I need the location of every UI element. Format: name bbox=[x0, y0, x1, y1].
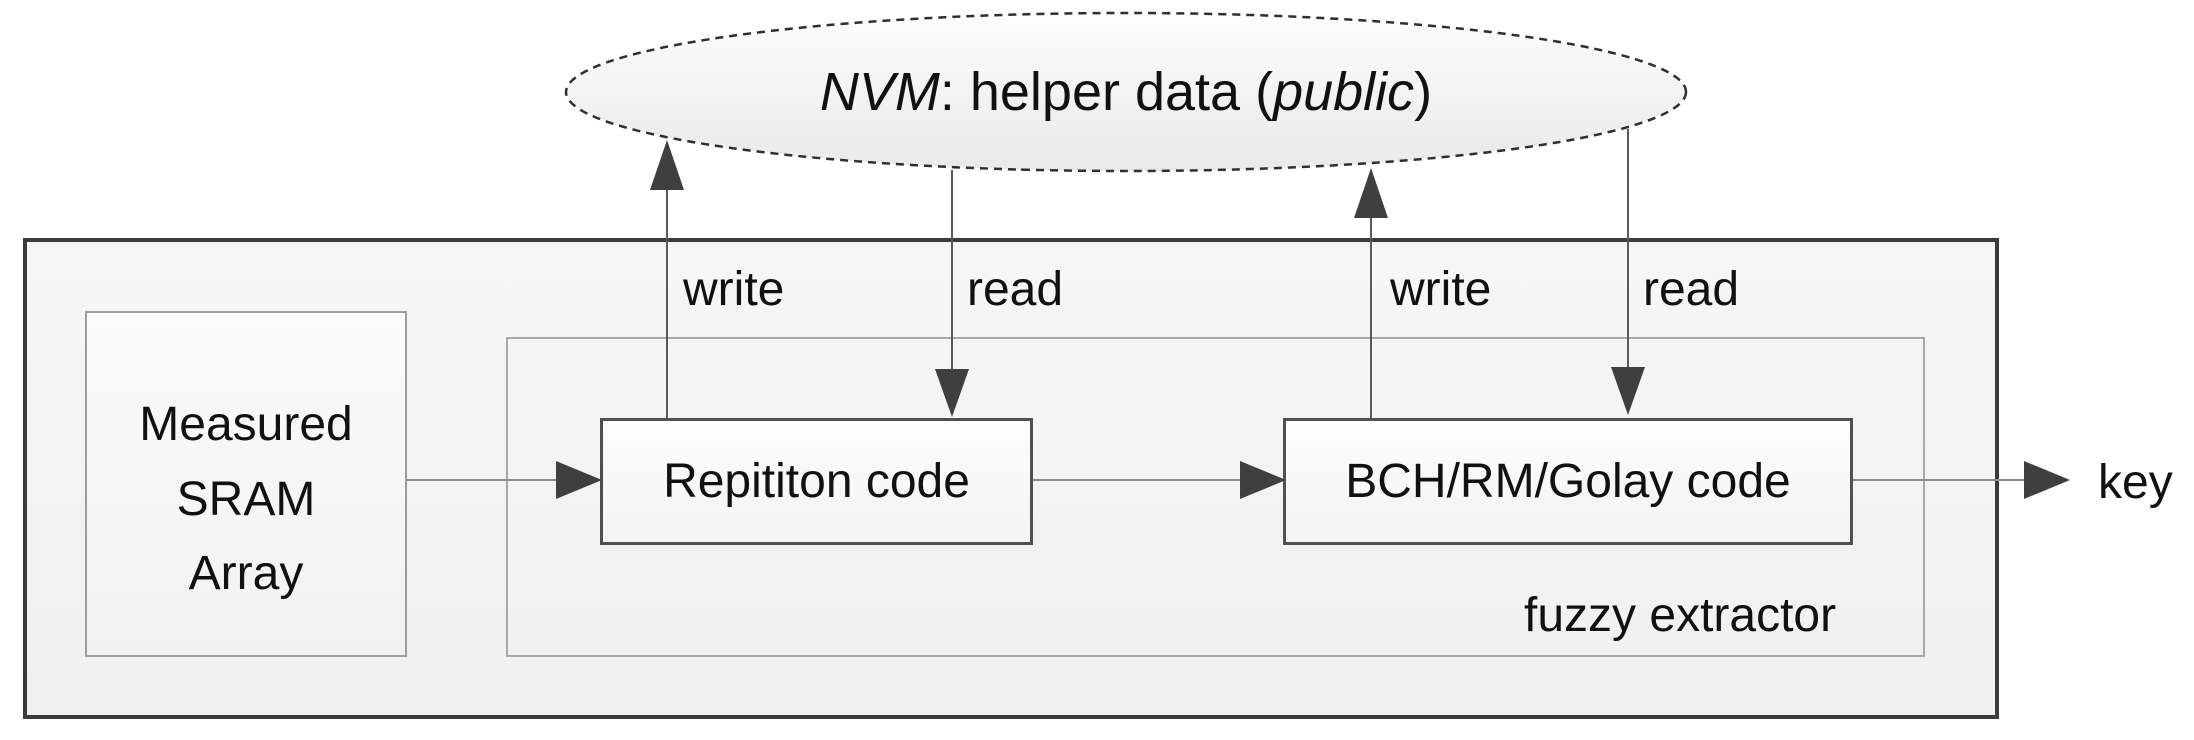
nvm-public-text: public bbox=[1273, 62, 1415, 122]
bch-rm-golay-code-box: BCH/RM/Golay code bbox=[1283, 418, 1853, 545]
write-right-label: write bbox=[1390, 263, 1492, 316]
fuzzy-extractor-label: fuzzy extractor bbox=[1524, 589, 1837, 642]
repetition-code-label: Repititon code bbox=[663, 454, 970, 508]
nvm-middle-text: : helper data ( bbox=[939, 62, 1274, 122]
write-left-label: write bbox=[683, 263, 785, 316]
measured-sram-array-box: Measured SRAM Array bbox=[85, 311, 407, 657]
nvm-closing-paren-text: ) bbox=[1414, 62, 1433, 122]
bch-rm-golay-code-label: BCH/RM/Golay code bbox=[1345, 454, 1791, 508]
write-left-up-arrowhead-icon bbox=[650, 140, 684, 190]
sram-to-repetition-arrowhead-icon bbox=[556, 461, 602, 499]
nvm-helper-data-ellipse bbox=[564, 11, 1688, 173]
key-arrowhead-icon bbox=[2024, 461, 2070, 499]
repetition-code-box: Repititon code bbox=[600, 418, 1033, 545]
nvm-helper-data-label: NVM: helper data (public) bbox=[566, 12, 1686, 172]
key-output-label: key bbox=[2098, 456, 2173, 509]
read-left-label: read bbox=[967, 263, 1064, 316]
read-left-down-arrowhead-icon bbox=[935, 369, 969, 417]
fuzzy-extractor-box bbox=[506, 337, 1925, 657]
write-right-up-arrowhead-icon bbox=[1354, 168, 1388, 218]
repetition-to-bch-arrowhead-icon bbox=[1240, 461, 1286, 499]
measured-sram-array-label: Measured SRAM Array bbox=[139, 398, 353, 601]
read-right-label: read bbox=[1643, 263, 1740, 316]
read-right-down-arrowhead-icon bbox=[1611, 367, 1645, 415]
nvm-acronym-text: NVM bbox=[819, 62, 940, 122]
